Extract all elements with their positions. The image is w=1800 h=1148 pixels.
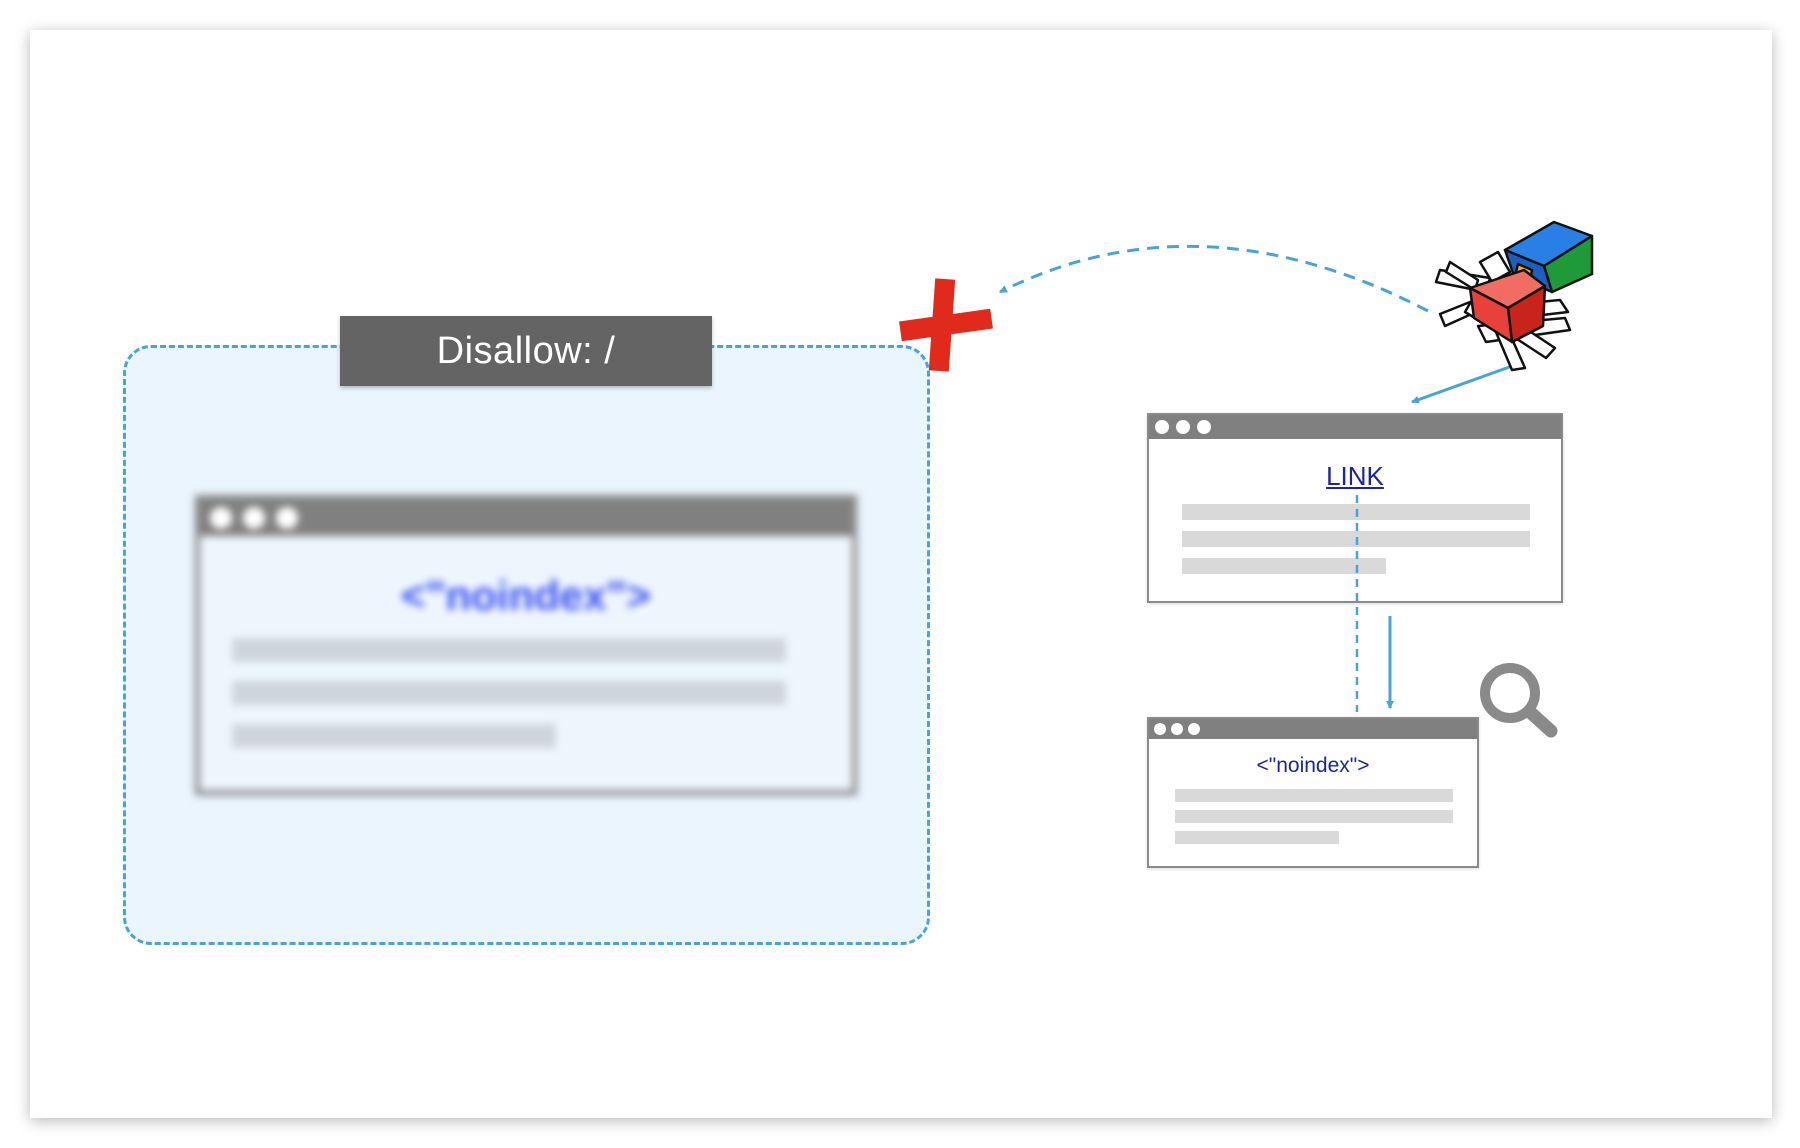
content-line (1182, 558, 1386, 574)
content-line (1175, 810, 1453, 823)
red-cross-icon (899, 278, 993, 372)
content-line (1175, 789, 1453, 802)
noindex-tag-text: <"noindex"> (401, 572, 651, 619)
blocked-page-window: <"noindex"> (195, 495, 857, 795)
noindex-tag-text: <"noindex"> (1256, 754, 1370, 777)
window-dot (1154, 723, 1166, 735)
window-dot (210, 507, 232, 529)
link-page-window: LINK (1147, 413, 1563, 603)
content-line (232, 681, 786, 705)
window-dot (243, 507, 265, 529)
window-title-bar (1149, 415, 1561, 439)
crawl-to-link-arrow (1411, 363, 1516, 404)
window-dot (1155, 420, 1169, 434)
blocked-crawl-arrow (999, 244, 1429, 313)
link-text[interactable]: LINK (1326, 461, 1384, 491)
content-line (1175, 831, 1339, 844)
noindex-page-window: <"noindex"> (1147, 717, 1479, 868)
content-line (232, 638, 786, 662)
window-dot (276, 507, 298, 529)
googlebot-spider-icon (1434, 220, 1594, 372)
magnifier-icon (1480, 663, 1558, 738)
window-dot (1176, 420, 1190, 434)
window-dot (1188, 723, 1200, 735)
window-dot (1197, 420, 1211, 434)
window-title-bar (200, 500, 852, 536)
disallow-label: Disallow: / (340, 316, 712, 386)
content-line (232, 724, 556, 748)
window-dot (1171, 723, 1183, 735)
window-title-bar (1149, 719, 1477, 739)
